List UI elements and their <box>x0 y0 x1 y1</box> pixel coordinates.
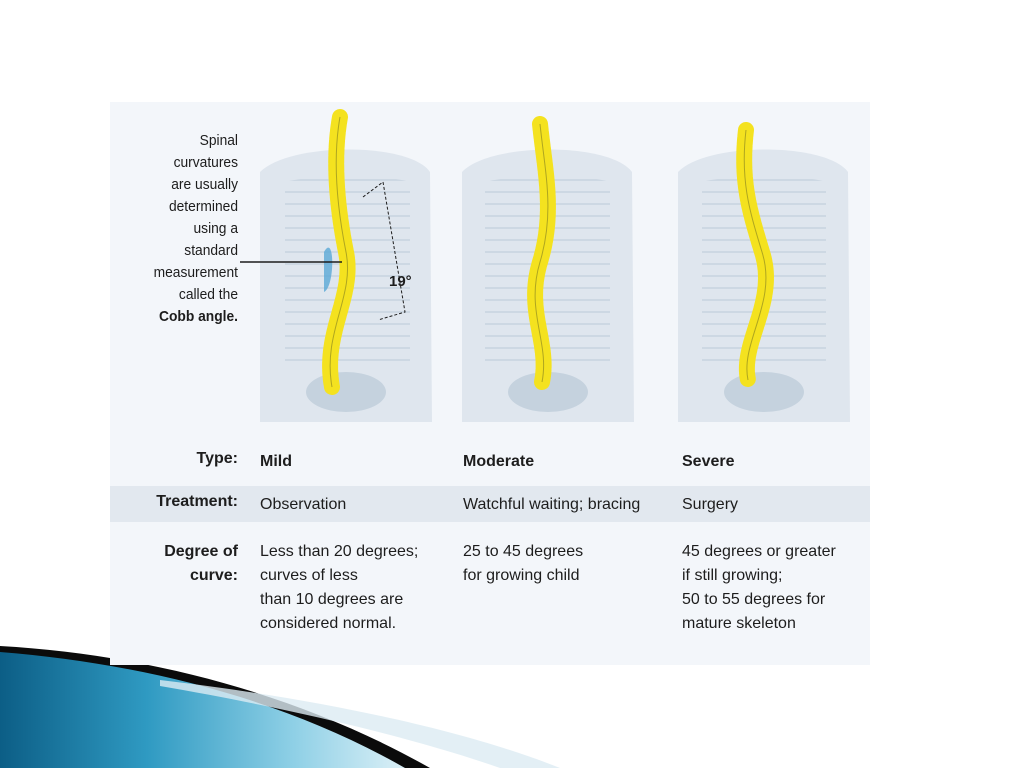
caption-line: using a <box>193 220 238 237</box>
spine-illustrations <box>240 109 850 422</box>
degree-label: Degree of curve: <box>164 540 238 588</box>
degree-severe-line: 45 degrees or greater <box>682 543 836 560</box>
treatment-severe: Surgery <box>682 496 739 513</box>
caption-line: standard <box>184 242 238 259</box>
caption-line: are usually <box>171 176 238 193</box>
type-label: Type: <box>196 450 238 467</box>
degree-severe-line: 50 to 55 degrees for <box>682 591 826 608</box>
type-mild: Mild <box>260 453 292 470</box>
type-severe: Severe <box>682 453 735 470</box>
degree-mild-line: Less than 20 degrees; <box>260 543 419 560</box>
degree-mild-line: than 10 degrees are <box>260 591 404 608</box>
degree-label-line: curve: <box>189 567 238 584</box>
degree-mild-line: considered normal. <box>260 615 397 632</box>
degree-mild: Less than 20 degrees; curves of less tha… <box>260 540 418 636</box>
scoliosis-diagram: Spinal curvatures are usually determined… <box>110 102 870 665</box>
caption-line: called the <box>178 286 238 303</box>
degree-severe-line: mature skeleton <box>682 615 796 632</box>
type-row: Type: Mild Moderate Severe <box>110 450 870 480</box>
degree-mild-line: curves of less <box>260 567 358 584</box>
treatment-mild: Observation <box>260 496 347 513</box>
treatment-label: Treatment: <box>156 493 238 510</box>
degree-label-line: Degree of <box>164 543 238 560</box>
angle-label: 19° <box>389 273 412 290</box>
caption-line: curvatures <box>173 154 238 171</box>
cobb-angle-caption: Spinal curvatures are usually determined… <box>118 130 238 328</box>
caption-line: determined <box>168 198 238 215</box>
mild-torso <box>240 109 432 422</box>
moderate-torso <box>462 116 634 422</box>
degree-severe-line: if still growing; <box>682 567 783 584</box>
treatment-row: Treatment: Observation Watchful waiting;… <box>110 486 870 522</box>
degree-moderate-line: for growing child <box>463 567 580 584</box>
degree-row: Degree of curve: Less than 20 degrees; c… <box>110 540 870 660</box>
severe-torso <box>678 122 850 422</box>
treatment-moderate: Watchful waiting; bracing <box>463 496 641 513</box>
degree-moderate-line: 25 to 45 degrees <box>463 543 584 560</box>
degree-moderate: 25 to 45 degrees for growing child <box>463 540 583 588</box>
caption-line: measurement <box>153 264 238 281</box>
caption-line: Spinal <box>199 132 238 149</box>
degree-severe: 45 degrees or greater if still growing; … <box>682 540 836 636</box>
type-moderate: Moderate <box>463 453 535 470</box>
caption-bold-line: Cobb angle. <box>159 308 238 325</box>
